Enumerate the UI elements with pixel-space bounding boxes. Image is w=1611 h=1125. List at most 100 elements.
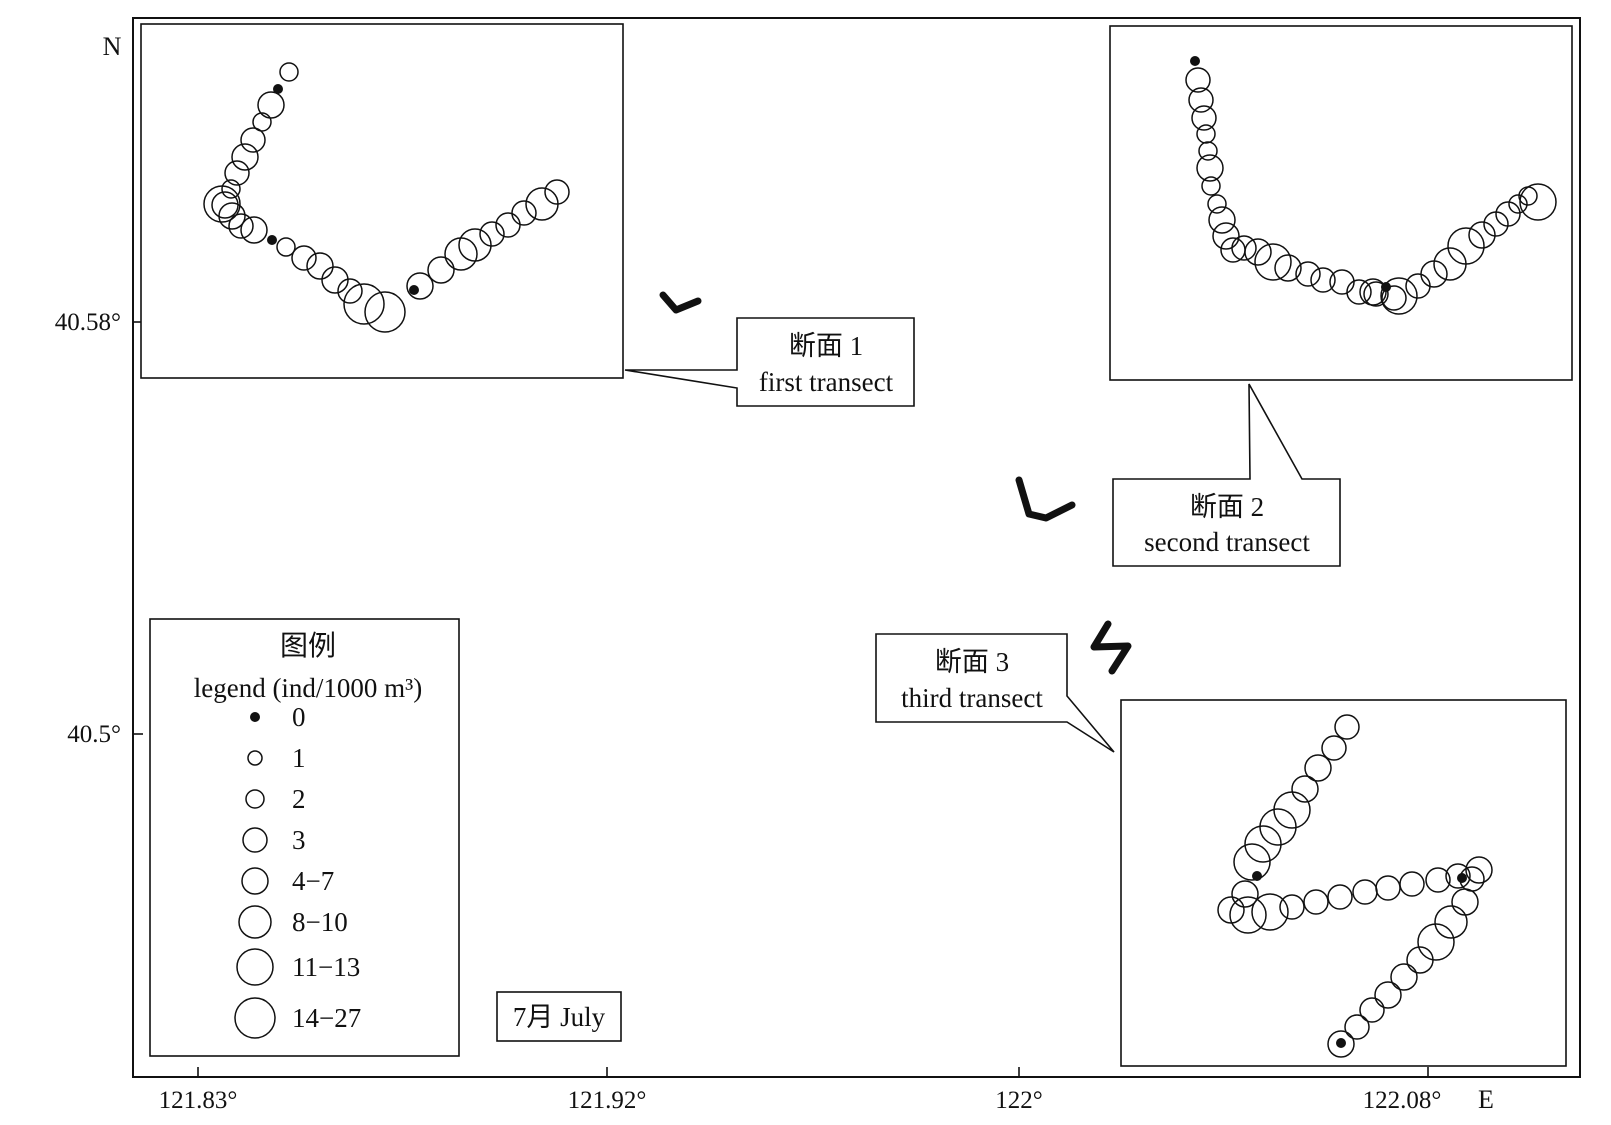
- transect-2-sample-32: [1508, 194, 1528, 214]
- map-frame: [132, 17, 1581, 1078]
- callout-1-label-en: first transect: [759, 367, 894, 397]
- legend-label-7: 14−27: [292, 1003, 361, 1033]
- legend-symbol-7: [234, 997, 276, 1039]
- transect-3-sample-10: [1217, 896, 1245, 924]
- transect-3-sample-7: [1233, 843, 1271, 881]
- transect-2-sample-2: [1188, 87, 1214, 113]
- transect-1-sample-6: [224, 160, 250, 186]
- transect-3-sample-15: [1327, 884, 1353, 910]
- transect-3-sample-25: [1434, 905, 1468, 939]
- x-tick-label-1: 121.92°: [568, 1087, 647, 1114]
- transect-3-sample-6: [1244, 825, 1282, 863]
- month-label-box: [496, 991, 622, 1042]
- legend-symbol-1: [247, 750, 263, 766]
- legend-label-1: 1: [292, 743, 306, 773]
- transect-2-sample-21: [1381, 285, 1407, 311]
- transect-1-sample-19: [343, 283, 385, 325]
- transect-2-sample-14: [1254, 243, 1292, 281]
- transect-1-sample-18: [337, 278, 363, 304]
- transect-1-sample-13: [267, 235, 277, 245]
- transect-3-sample-32: [1327, 1030, 1355, 1058]
- inset-3-samples: [1217, 714, 1493, 1058]
- transect-2-sample-19: [1346, 279, 1372, 305]
- legend-label-2: 2: [292, 784, 306, 814]
- transect-3-sample-28: [1390, 963, 1418, 991]
- transect-2-sample-10: [1212, 222, 1240, 250]
- transect-2-sample-6: [1196, 154, 1224, 182]
- transect-3-sample-20: [1445, 863, 1471, 889]
- transect-2-sample-9: [1208, 206, 1236, 234]
- transect-2-sample-29: [1468, 221, 1496, 249]
- transect-1-sample-20: [364, 291, 406, 333]
- transect-1-sample-25: [458, 228, 492, 262]
- transect-2-sample-12: [1231, 235, 1257, 261]
- callout-1-label-cn: 断面 1: [789, 331, 863, 361]
- transect-2-sample-16: [1295, 261, 1321, 287]
- transect-3-sample-22: [1457, 873, 1467, 883]
- transect-2-sample-20: [1363, 281, 1389, 307]
- transect-1-track: [659, 291, 702, 314]
- transect-1-sample-1: [273, 84, 283, 94]
- transect-2-sample-15: [1274, 254, 1302, 282]
- transect-1-sample-7: [221, 179, 241, 199]
- legend-title-en: legend (ind/1000 m³): [194, 673, 423, 703]
- transect-1-sample-10: [218, 202, 246, 230]
- transect-2-sample-13: [1244, 238, 1272, 266]
- transect-3-sample-19: [1425, 867, 1451, 893]
- transect-2-sample-18: [1329, 269, 1355, 295]
- transect-1-sample-0: [279, 62, 299, 82]
- transect-3-sample-14: [1303, 889, 1329, 915]
- transect-2-sample-4: [1196, 124, 1216, 144]
- transect-1-sample-11: [228, 213, 254, 239]
- transect-2-sample-17: [1310, 267, 1336, 293]
- transect-1-sample-5: [231, 143, 259, 171]
- transect-3-sample-12: [1251, 893, 1289, 931]
- callout-2-label-cn: 断面 2: [1190, 492, 1264, 522]
- transect-2-sample-23: [1381, 282, 1391, 292]
- callout-transect-3: [875, 633, 1115, 753]
- transect-3-sample-5: [1259, 808, 1297, 846]
- transect-3-sample-11: [1229, 896, 1267, 934]
- transect-1-sample-22: [406, 272, 434, 300]
- legend-symbol-6: [236, 948, 274, 986]
- transect-2-sample-28: [1447, 227, 1485, 265]
- transect-1-sample-4: [240, 127, 266, 153]
- transect-3-sample-26: [1417, 923, 1455, 961]
- legend-symbol-0: [250, 712, 260, 722]
- legend-title-cn: 图例: [280, 630, 336, 662]
- transect-3-sample-33: [1336, 1038, 1346, 1048]
- callout-3-label-cn: 断面 3: [935, 647, 1009, 677]
- inset-1-samples: [203, 62, 570, 333]
- callout-transect-2: [1112, 383, 1341, 567]
- legend-label-3: 3: [292, 825, 306, 855]
- transect-1-sample-12: [240, 216, 268, 244]
- transect-2-sample-34: [1519, 183, 1557, 221]
- legend-symbol-5: [238, 905, 272, 939]
- transect-3-sample-23: [1465, 856, 1493, 884]
- x-tick-label-2: 122°: [995, 1087, 1043, 1114]
- legend-symbol-3: [242, 827, 268, 853]
- legend-label-5: 8−10: [292, 907, 348, 937]
- transect-1-sample-28: [511, 200, 537, 226]
- transect-2-sample-3: [1191, 105, 1217, 131]
- transect-2-sample-0: [1190, 56, 1200, 66]
- transect-1-sample-17: [321, 266, 349, 294]
- transect-1-sample-14: [276, 237, 296, 257]
- transect-3-sample-8: [1252, 871, 1262, 881]
- transect-2-sample-7: [1201, 176, 1221, 196]
- transect-2-sample-31: [1495, 201, 1521, 227]
- transect-3-sample-0: [1334, 714, 1360, 740]
- transect-1-sample-30: [544, 179, 570, 205]
- legend-label-0: 0: [292, 702, 306, 732]
- callout-transect-1: [624, 317, 915, 407]
- legend-symbol-4: [241, 867, 269, 895]
- x-tick-label-0: 121.83°: [159, 1087, 238, 1114]
- callout-3-label-en: third transect: [901, 683, 1043, 713]
- transect-3-sample-29: [1374, 981, 1402, 1009]
- y-tick-label-0: 40.58°: [55, 309, 121, 336]
- transect-1-sample-9: [203, 185, 241, 223]
- inset-transect-1: [140, 23, 624, 379]
- legend-box: [149, 618, 460, 1057]
